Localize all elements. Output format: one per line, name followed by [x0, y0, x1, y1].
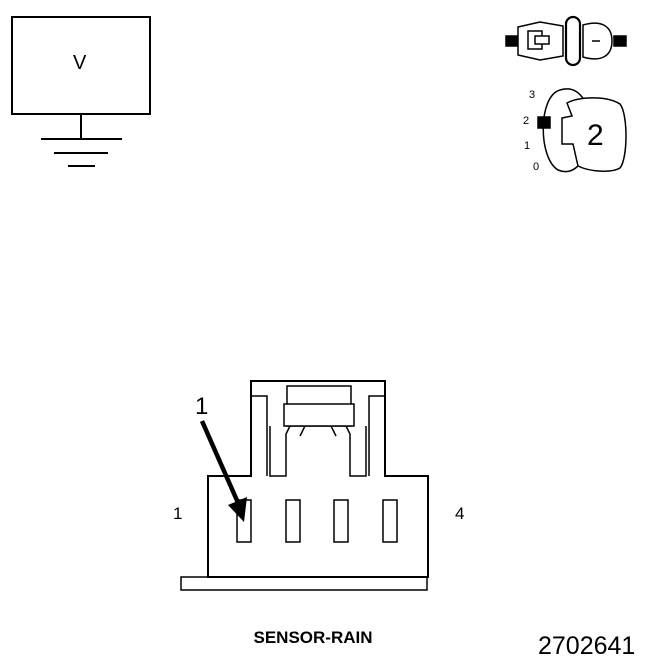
- connector-disconnected-icon: [505, 15, 627, 67]
- connector-outline: [207, 380, 429, 578]
- terminal-2: [285, 499, 301, 543]
- figure-number: 2702641: [538, 632, 636, 660]
- connector-caption: SENSOR-RAIN: [253, 628, 373, 647]
- voltmeter-symbol: [11, 16, 151, 167]
- connector-base: [180, 576, 428, 591]
- key-position-0: 0: [533, 161, 540, 173]
- ignition-key-icon: [537, 88, 627, 173]
- key-position-2: 2: [523, 115, 530, 127]
- voltmeter-label: V: [73, 52, 87, 74]
- key-position-3: 3: [529, 89, 536, 101]
- connector-body: [180, 380, 429, 591]
- callout-arrow: [199, 420, 247, 522]
- key-selected-position: 2: [587, 119, 604, 152]
- callout-label: 1: [195, 393, 209, 420]
- connector-terminals: [236, 499, 398, 543]
- key-position-1: 1: [524, 140, 531, 152]
- pin-4-label: 4: [455, 504, 465, 523]
- terminal-4: [382, 499, 398, 543]
- terminal-3: [333, 499, 349, 543]
- pin-1-label: 1: [173, 504, 183, 523]
